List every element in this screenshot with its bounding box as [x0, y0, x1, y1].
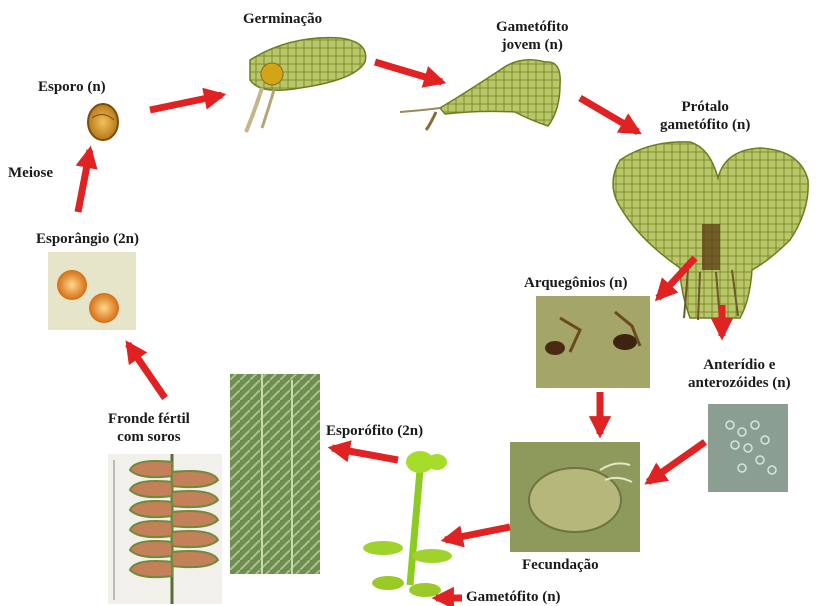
- label-prothallus: Prótalo gametófito (n): [660, 98, 750, 134]
- label-sporophyte: Esporófito (2n): [326, 422, 423, 440]
- germination-image: [246, 38, 366, 132]
- antheridia-image: [708, 404, 788, 492]
- label-antheridia-line2: anterozóides (n): [688, 374, 791, 392]
- fern-plant-image: [230, 374, 320, 574]
- label-germination: Germinação: [243, 10, 322, 28]
- arrow-spore-to-germination: [150, 95, 222, 110]
- arrow-fertilization-to-sporophyte: [445, 527, 510, 540]
- prothallus-image: [613, 142, 808, 320]
- fertile-frond-image: [108, 454, 222, 604]
- sporangium-image: [48, 252, 136, 330]
- label-young-gametophyte: Gametófito jovem (n): [496, 18, 568, 54]
- arrow-sporophyte-to-fern: [332, 448, 398, 460]
- label-fertile-frond-line1: Fronde fértil: [108, 410, 190, 428]
- label-fertile-frond: Fronde fértil com soros: [108, 410, 190, 446]
- label-archegonia: Arquegônios (n): [524, 274, 628, 292]
- label-antheridia: Anterídio e anterozóides (n): [688, 356, 791, 392]
- arrow-frond-to-sporangium: [128, 344, 165, 398]
- label-fertilization: Fecundação: [522, 556, 599, 574]
- label-meiosis: Meiose: [8, 164, 53, 182]
- label-young-gametophyte-line1: Gametófito: [496, 18, 568, 36]
- arrow-young-to-prothallus: [580, 98, 638, 132]
- label-fertile-frond-line2: com soros: [108, 428, 190, 446]
- arrow-sporangium-to-spore: [78, 150, 90, 212]
- spore-image: [88, 104, 118, 140]
- label-spore: Esporo (n): [38, 78, 106, 96]
- arrow-germination-to-young-gametophyte: [375, 62, 442, 82]
- label-prothallus-line2: gametófito (n): [660, 116, 750, 134]
- label-gametophyte: Gametófito (n): [466, 588, 561, 606]
- fertilization-image: [510, 442, 640, 552]
- sporophyte-image: [363, 451, 452, 597]
- label-antheridia-line1: Anterídio e: [688, 356, 791, 374]
- label-young-gametophyte-line2: jovem (n): [496, 36, 568, 54]
- archegonia-image: [536, 296, 650, 388]
- label-sporangium: Esporângio (2n): [36, 230, 139, 248]
- arrow-antheridia-to-fertilization: [648, 442, 705, 482]
- young-gametophyte-image: [400, 60, 560, 130]
- label-prothallus-line1: Prótalo: [660, 98, 750, 116]
